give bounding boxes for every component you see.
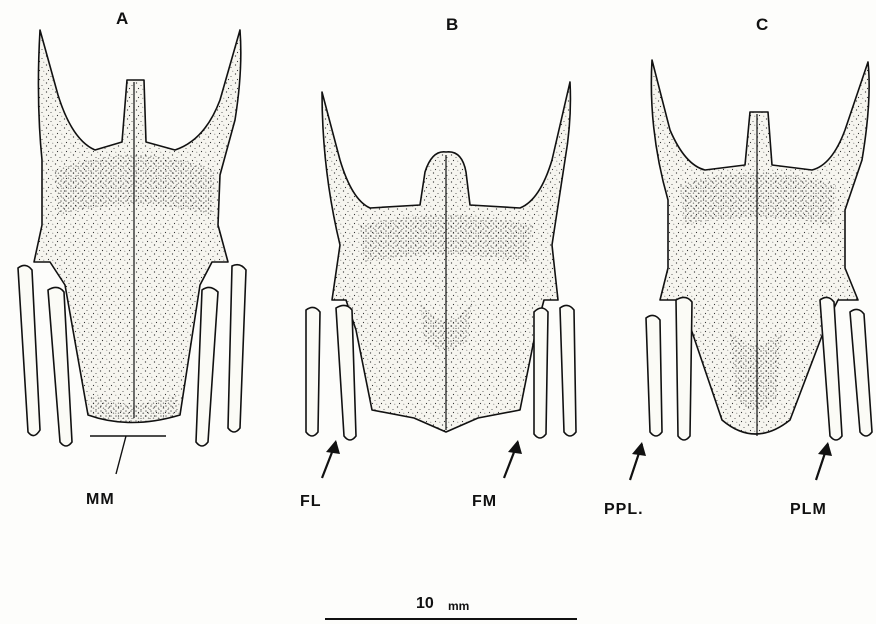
scale-bar-unit: mm <box>448 599 469 613</box>
panel-label-a: A <box>116 9 128 28</box>
label-mm: MM <box>86 491 115 508</box>
label-fm: FM <box>472 493 497 510</box>
panel-label-b: B <box>446 15 458 34</box>
panel-label-c: C <box>756 15 768 34</box>
sternum-b <box>306 82 576 478</box>
label-ppl: PPL. <box>604 501 644 518</box>
label-plm: PLM <box>790 501 827 518</box>
sternum-c <box>630 60 872 480</box>
label-fl: FL <box>300 493 322 510</box>
sternum-a <box>18 30 246 474</box>
scale-bar-value: 10 <box>416 595 434 612</box>
